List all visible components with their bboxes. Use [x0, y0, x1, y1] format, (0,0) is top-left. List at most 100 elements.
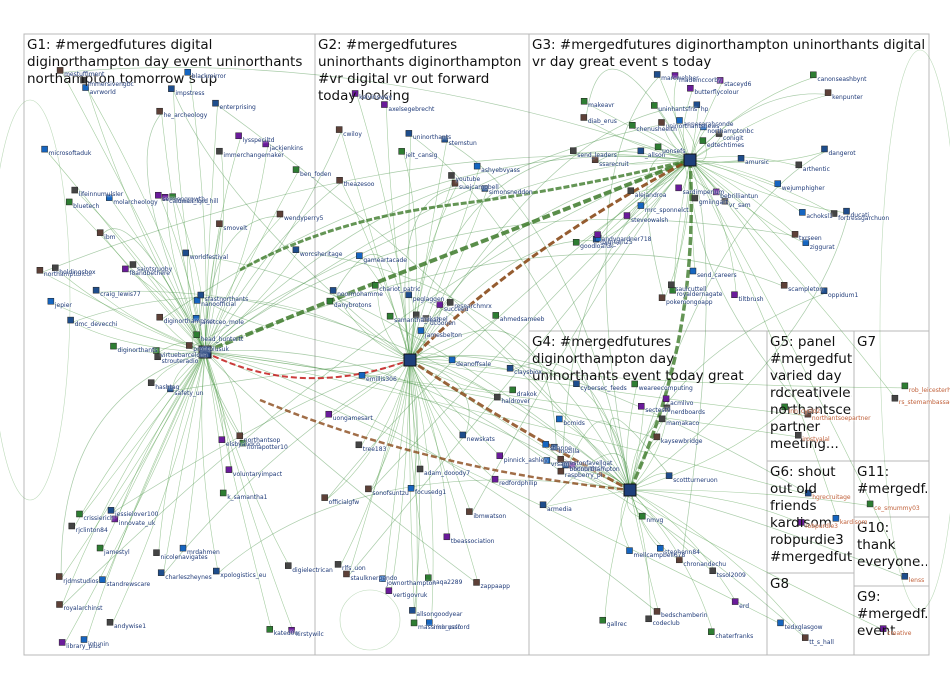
vertex-node	[66, 199, 72, 205]
vertex-label: uninhantsfns	[658, 106, 697, 113]
hub-node	[624, 484, 636, 496]
vertex-node	[540, 502, 546, 508]
vertex-label: bluetech	[73, 203, 99, 210]
vertex-node	[654, 434, 660, 440]
vertex-node	[336, 127, 342, 133]
vertex-label: ziggurat	[810, 244, 835, 251]
vertex-label: jelt_cansig	[406, 152, 438, 159]
vertex-node	[460, 432, 466, 438]
vertex-node	[99, 577, 105, 583]
vertex-node	[57, 601, 63, 607]
vertex-label: avrworld	[90, 89, 116, 96]
edge	[205, 352, 272, 631]
edge	[332, 303, 410, 360]
vertex-label: robpurdie3	[805, 523, 838, 530]
vertex-node	[186, 342, 192, 348]
edge	[205, 219, 797, 352]
vertex-label: northantsoepartner	[812, 415, 871, 422]
vertex-label: jackjenkins	[270, 145, 303, 152]
vertex-label: weareecomputing	[639, 385, 693, 392]
vertex-label: sonofsuntzu	[372, 490, 408, 497]
vertex-label: cybersec_feeds	[580, 385, 626, 392]
vertex-label: creative	[887, 630, 911, 637]
edge	[410, 360, 497, 481]
vertex-label: bedschamberin	[661, 612, 708, 619]
vertex-node	[56, 574, 62, 580]
vertex-node	[158, 570, 164, 576]
edge	[605, 490, 630, 622]
vertex-label: vrsam	[551, 461, 570, 468]
vertex-label: diginorthants	[117, 347, 157, 354]
vertex-node	[655, 144, 661, 150]
vertex-node	[825, 90, 831, 96]
vertex-label: alejandroa	[635, 192, 667, 199]
vertex-label: ashyebvyass	[481, 167, 520, 174]
vertex-label: send_careers	[697, 272, 737, 279]
vertex-label: axelsegebrecht	[388, 106, 434, 113]
group-title-g6: G6: shout out old friends kardisom robpu…	[770, 464, 852, 569]
vertex-label: jamesbelton	[425, 332, 462, 339]
vertex-node	[356, 442, 362, 448]
vertex-label: tt_s_hall	[809, 639, 834, 646]
vertex-label: sectest9	[645, 407, 670, 414]
vertex-label: succeed	[444, 306, 469, 313]
vertex-label: uonsefs	[662, 148, 685, 155]
vertex-node	[108, 507, 114, 513]
vertex-node	[474, 579, 480, 585]
vertex-label: vr_sam	[729, 202, 751, 209]
vertex-label: hp	[701, 106, 709, 113]
vertex-node	[663, 396, 669, 402]
vertex-node	[543, 441, 549, 447]
vertex-label: blackmirror	[192, 73, 226, 80]
vertex-label: conigit	[723, 135, 743, 142]
vertex-node	[732, 599, 738, 605]
vertex-label: digielectrican	[292, 567, 333, 574]
vertex-node	[418, 328, 424, 334]
vertex-node	[448, 172, 454, 178]
vertex-node	[581, 114, 587, 120]
vertex-label: kaysewbridge	[661, 438, 703, 445]
vertex-label: rob_leicesterheck	[909, 387, 950, 394]
vertex-label: gameartacade	[363, 257, 407, 264]
vertex-label: diab_erus	[588, 118, 617, 125]
vertex-node	[213, 568, 219, 574]
vertex-label: innovate_uk	[119, 520, 156, 527]
vertex-label: lenss	[909, 577, 924, 584]
vertex-node	[466, 509, 472, 515]
vertex-node	[646, 616, 652, 622]
vertex-label: nmvg	[646, 517, 663, 524]
vertex-label: drakok	[517, 391, 537, 398]
vertex-label: officialgfw	[329, 499, 360, 506]
edge	[57, 270, 205, 352]
vertex-label: scottturneruon	[673, 477, 718, 484]
vertex-node	[676, 185, 682, 191]
vertex-label: canonseashbynt	[817, 76, 866, 83]
vertex-node	[386, 588, 392, 594]
vertex-label: ibmwatson	[473, 513, 506, 520]
vertex-label: focusedg1	[415, 489, 446, 496]
vertex-node	[236, 133, 242, 139]
vertex-node	[802, 635, 808, 641]
vertex-node	[42, 146, 48, 152]
vertex-label: mestuffiment	[64, 71, 104, 78]
vertex-node	[37, 267, 43, 273]
vertex-node	[628, 188, 634, 194]
vertex-label: mrdahmen	[187, 549, 220, 556]
vertex-node	[153, 550, 159, 556]
vertex-node	[626, 548, 632, 554]
vertex-label: mellcampbell678	[633, 552, 685, 559]
vertex-label: chenusheelth	[636, 126, 677, 133]
vertex-node	[337, 177, 343, 183]
vertex-label: haldrover	[501, 398, 530, 405]
group-title-g3: G3: #mergedfutures diginorthampton unino…	[532, 37, 926, 72]
vertex-node	[72, 187, 78, 193]
vertex-node	[843, 208, 849, 214]
vertex-node	[69, 523, 75, 529]
vertex-node	[687, 85, 693, 91]
vertex-node	[493, 312, 499, 318]
vertex-label: allsongoodyear	[416, 611, 462, 618]
vertex-label: jessielover100	[115, 511, 158, 518]
vertex-node	[447, 299, 453, 305]
vertex-label: acmlivo	[670, 400, 693, 407]
vertex-node	[219, 437, 225, 443]
